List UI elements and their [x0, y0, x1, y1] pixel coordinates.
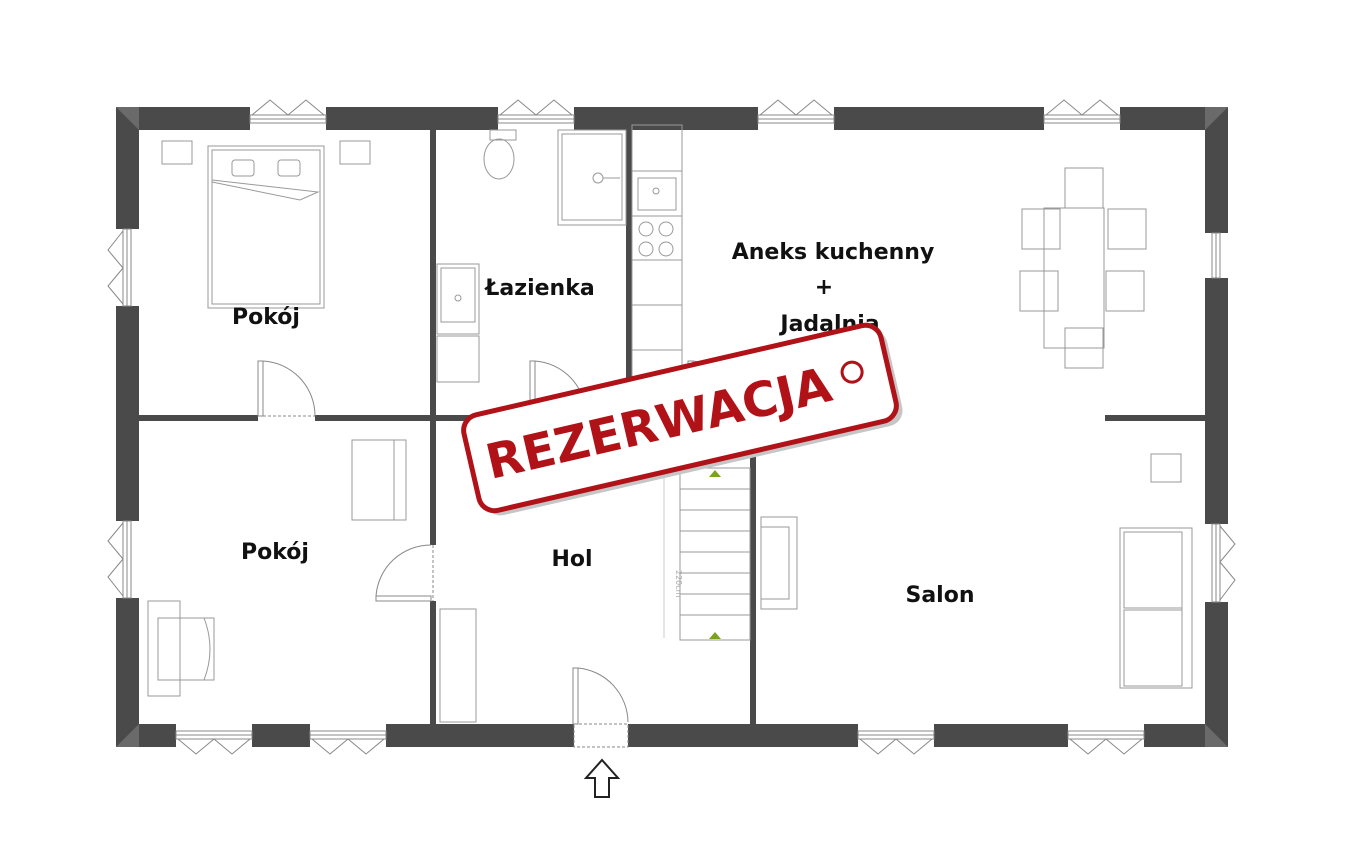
window-top-2	[497, 99, 575, 124]
room-label-bedroom-bottom: Pokój	[241, 540, 309, 565]
outer-walls	[116, 107, 1228, 747]
room-label-bedroom-top: Pokój	[232, 305, 300, 330]
hall-cabinet	[439, 608, 477, 723]
room-label-hall: Hol	[551, 547, 592, 572]
side-table	[1150, 453, 1182, 483]
nightstand-left	[161, 140, 193, 165]
window-right-2	[1211, 523, 1236, 603]
room-label-living: Salon	[905, 583, 974, 608]
desk-chair	[147, 600, 215, 697]
furniture	[147, 124, 1193, 723]
window-top-4	[1043, 99, 1121, 124]
window-left-1	[107, 228, 132, 307]
room-label-kitchen-line1: Aneks kuchenny	[732, 240, 935, 265]
stair-arrow-bottom-icon	[709, 632, 721, 639]
door-bedroom-bottom	[375, 544, 434, 602]
window-top-1	[249, 99, 327, 124]
entrance-arrow-icon	[583, 758, 621, 798]
bathroom-sink-cabinet	[436, 263, 480, 383]
room-label-bathroom: Łazienka	[484, 276, 594, 301]
stairs: 220cm	[663, 467, 751, 641]
double-bed	[207, 145, 325, 309]
stairs-dimension: 220cm	[674, 570, 683, 598]
window-bottom-1	[175, 730, 253, 755]
reservation-stamp: REZERWACJA	[461, 322, 903, 516]
toilet	[483, 129, 517, 180]
dresser	[351, 439, 407, 521]
door-bedroom-top	[257, 360, 316, 417]
corner-bevels	[116, 107, 1228, 747]
window-bottom-3	[857, 730, 935, 755]
sofa	[1119, 527, 1193, 689]
door-entrance	[572, 667, 629, 748]
kitchen-counter	[631, 124, 683, 399]
tv-stand	[760, 516, 798, 610]
shower	[557, 129, 627, 226]
windows	[107, 99, 1236, 755]
dining-table	[1019, 167, 1147, 369]
window-bottom-4	[1067, 730, 1145, 755]
room-label-kitchen-line2: +	[815, 275, 833, 300]
stair-arrow-up-icon	[709, 470, 721, 477]
window-bottom-2	[309, 730, 387, 755]
window-left-2	[107, 520, 132, 599]
window-right-1	[1211, 232, 1221, 279]
nightstand-right	[339, 140, 371, 165]
window-top-3	[757, 99, 835, 124]
stamp-circle-icon	[840, 360, 864, 384]
